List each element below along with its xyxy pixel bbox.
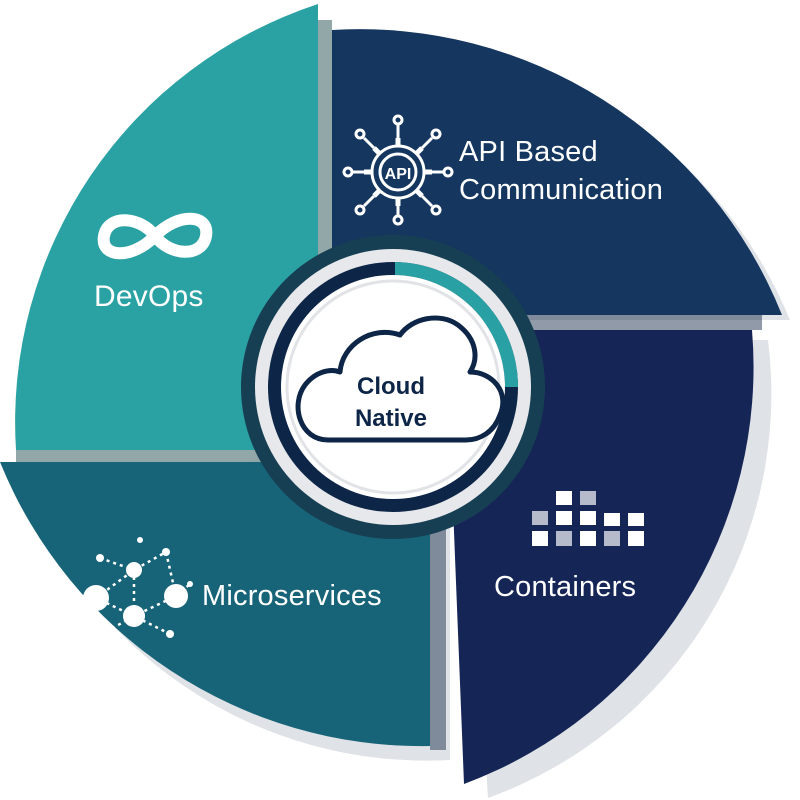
api-label-line1: API Based <box>459 136 598 168</box>
containers-label: Containers <box>494 571 637 603</box>
segment-microservices <box>0 462 430 747</box>
containers-blocks-icon <box>532 491 644 546</box>
center-hub <box>241 235 545 539</box>
segment-api <box>332 29 782 315</box>
microservices-label: Microservices <box>202 580 382 612</box>
devops-label: DevOps <box>94 280 204 313</box>
cloud-icon <box>295 315 506 443</box>
api-icon-text: API <box>385 166 412 183</box>
center-title-line1: Cloud <box>357 373 425 400</box>
api-label-line2: Communication <box>459 174 664 206</box>
api-gear-icon: API <box>342 114 454 226</box>
network-nodes <box>77 537 193 638</box>
center-ring-teal-arc <box>395 262 518 387</box>
api-label: API Based Communication <box>459 133 663 209</box>
center-title-line2: Native <box>354 405 428 432</box>
infinity-icon <box>97 212 213 260</box>
